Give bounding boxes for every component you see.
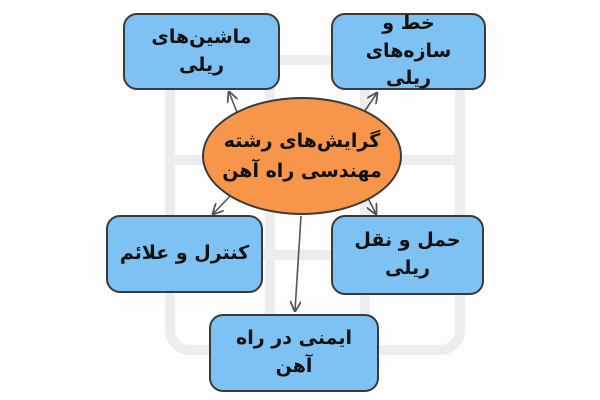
node-control-signals-label: کنترل و علائم xyxy=(119,242,250,265)
node-railway-safety-label: ایمنی در راه آهن xyxy=(236,327,352,377)
center-node-label: گرایش‌های رشته مهندسی راه آهن xyxy=(222,129,382,182)
edge-to-control-signals xyxy=(213,193,233,214)
node-control-signals[interactable]: کنترل و علائم xyxy=(106,215,263,293)
node-track-structures-label: خط و سازه‌های ریلی xyxy=(365,12,452,90)
node-rail-machines[interactable]: ماشین‌های ریلی xyxy=(123,13,280,90)
edge-to-railway-safety xyxy=(295,215,302,311)
node-rail-transport[interactable]: حمل و نقل ریلی xyxy=(331,215,484,295)
node-rail-transport-label: حمل و نقل ریلی xyxy=(354,229,461,279)
center-node[interactable]: گرایش‌های رشته مهندسی راه آهن xyxy=(202,97,402,215)
node-track-structures[interactable]: خط و سازه‌های ریلی xyxy=(331,12,486,90)
node-railway-safety[interactable]: ایمنی در راه آهن xyxy=(209,314,379,392)
node-rail-machines-label: ماشین‌های ریلی xyxy=(151,25,252,76)
